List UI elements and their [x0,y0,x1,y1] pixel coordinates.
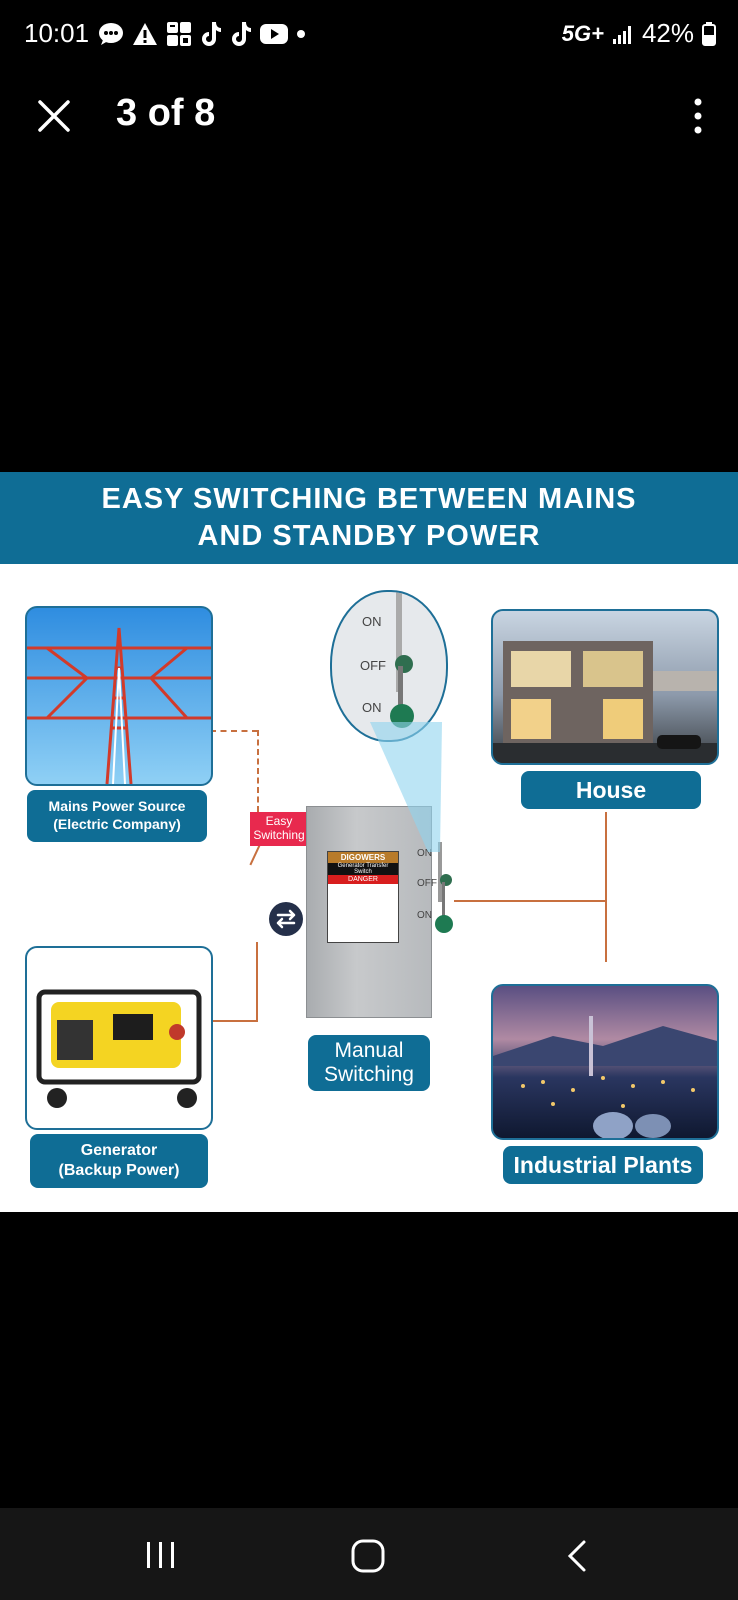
recent-apps-icon[interactable] [144,1538,178,1572]
box-danger: DANGER [328,875,398,884]
status-time: 10:01 [24,18,90,48]
tiktok-icon [202,22,221,46]
closeup-on-bottom: ON [362,700,382,715]
back-icon[interactable] [562,1538,592,1574]
house-image [493,641,717,763]
banner-line-1: EASY SWITCHING BETWEEN MAINS [101,483,637,515]
app-grid-icon [167,22,191,46]
generator-subtitle: (Backup Power) [58,1162,180,1179]
connector-line [256,942,258,1022]
closeup-off: OFF [360,658,386,673]
notification-icons [98,20,306,48]
manual-switching-text-1: Manual [334,1039,404,1062]
alert-icon [133,23,157,45]
warning-label: DIGOWERS Generator Transfer Switch DANGE… [327,851,399,943]
industrial-photo [491,984,719,1140]
battery-icon [702,21,716,46]
banner-line-2: AND STANDBY POWER [197,520,541,552]
box-switch-on-bottom: ON [417,910,432,921]
switch-closeup: ON OFF ON [330,590,448,742]
easy-switching-text-1: Easy [265,814,293,828]
power-tower-photo [25,606,213,786]
viewer-header: 3 of 8 [0,70,738,160]
tiktok-icon [232,22,251,46]
messages-icon [99,23,123,45]
manual-switching-label: Manual Switching [308,1035,430,1091]
easy-switching-badge: Easy Switching [250,812,308,846]
generator-title: Generator [80,1142,158,1159]
generator-image [36,989,202,1108]
switch-lever-icon [435,842,453,933]
closeup-beam [370,722,442,852]
battery-percent: 42% [641,18,694,48]
swap-arrows-icon [269,902,303,936]
generator-photo [25,946,213,1130]
more-options-icon[interactable] [686,94,710,138]
connector-line [249,844,261,866]
manual-switching-text-2: Switching [324,1063,414,1086]
box-switch-off: OFF [417,878,437,889]
system-nav-bar [0,1508,738,1600]
connector-line [210,1020,258,1022]
house-label: House [521,771,701,809]
box-switch-on-top: ON [417,848,432,859]
signal-icon [612,25,631,44]
industrial-plants-label: Industrial Plants [503,1146,703,1184]
connector-line [605,812,607,962]
close-icon[interactable] [32,94,76,138]
mains-power-title: Mains Power Source [48,798,186,814]
box-brand: DIGOWERS [328,852,398,863]
industrial-plants-text: Industrial Plants [513,1152,693,1178]
easy-switching-text-2: Switching [253,828,305,842]
mains-power-subtitle: (Electric Company) [53,816,181,832]
house-label-text: House [575,777,647,803]
network-type: 5G+ [561,20,604,46]
dot-icon [297,30,305,38]
industrial-image [493,1016,717,1138]
power-tower-image [27,627,211,784]
status-bar: 10:01 5G+ 42% [0,0,738,70]
house-photo [491,609,719,765]
connector-line [454,900,606,902]
mains-power-label: Mains Power Source (Electric Company) [27,790,207,842]
system-icons: 5G+ 42% [562,18,716,49]
youtube-icon [260,24,288,44]
generator-label: Generator (Backup Power) [30,1134,208,1188]
closeup-on-top: ON [362,614,382,629]
page-counter: 3 of 8 [116,92,216,134]
image-banner: EASY SWITCHING BETWEEN MAINS AND STANDBY… [0,472,738,564]
connector-line [210,730,258,732]
closeup-lever-icon [390,592,414,728]
transfer-switch-box: DIGOWERS Generator Transfer Switch DANGE… [306,806,432,1018]
box-title: Generator Transfer Switch [328,863,398,875]
connector-line [257,730,259,812]
home-icon[interactable] [350,1538,386,1574]
product-image[interactable]: EASY SWITCHING BETWEEN MAINS AND STANDBY… [0,472,738,1212]
